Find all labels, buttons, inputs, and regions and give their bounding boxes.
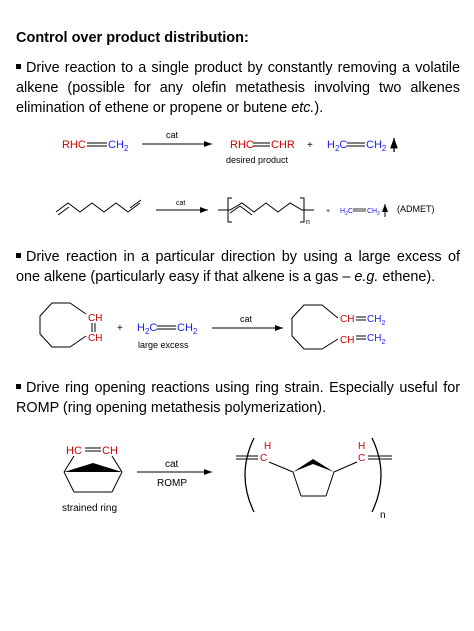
ring-ch-bottom: CH — [88, 333, 102, 344]
ring-bond — [333, 461, 358, 473]
ethene-right: CH2 — [367, 208, 380, 217]
ring-bond — [111, 455, 123, 473]
reactant-rhc: RHC — [62, 139, 86, 151]
ring-bond — [111, 471, 123, 493]
bullet-emphasis: e.g. — [354, 269, 379, 285]
bullet-emphasis: etc. — [291, 100, 315, 116]
bullet-square-icon — [16, 252, 21, 258]
plus-sign: + — [326, 208, 330, 215]
ethene-left: H2C — [340, 208, 353, 217]
ring-ch-top: CH — [88, 313, 102, 324]
repeat-unit-n: n — [380, 510, 386, 521]
page-title: Control over product distribution: — [16, 30, 249, 46]
ring-wedge — [293, 459, 334, 472]
bullet-text: Drive reaction to a single product by co… — [16, 60, 460, 116]
poly-left-c: C — [260, 453, 267, 464]
ring-bond — [268, 461, 294, 473]
bridge-wedge — [64, 463, 122, 472]
scheme-cross-metathesis: RHC CH2 cat RHC CHR desired product + H2… — [62, 130, 398, 165]
product-rhc: RHC — [230, 139, 254, 151]
product-ch-bottom: CH — [340, 335, 354, 346]
ethene-right: CH2 — [177, 322, 198, 336]
diene-product-chain — [291, 304, 339, 350]
product-chr: CHR — [271, 139, 295, 151]
repeat-unit-n: n — [306, 219, 310, 226]
double-bond-line — [229, 205, 241, 214]
poly-left-h: H — [264, 441, 271, 452]
right-bracket — [300, 197, 305, 223]
bullet-text: Drive ring opening reactions using ring … — [16, 380, 460, 416]
ring-hc: HC — [66, 445, 82, 457]
arrow-label-cat: cat — [240, 314, 253, 324]
product-caption: desired product — [226, 155, 289, 165]
scheme-romp: HC CH strained ring cat ROMP n H C H — [62, 437, 392, 521]
double-bond-line — [239, 205, 253, 216]
bullet-ring-strain: Drive ring opening reactions using ring … — [16, 378, 460, 418]
bullet-text: Drive reaction in a particular direction… — [16, 249, 460, 285]
plus-sign: + — [307, 140, 313, 151]
ring-ch: CH — [102, 445, 118, 457]
admet-tag: (ADMET) — [397, 204, 435, 214]
ring-caption: strained ring — [62, 503, 117, 514]
arrow-label-romp: ROMP — [157, 478, 187, 489]
double-bond-line — [57, 206, 70, 216]
ethene-left: H2C — [327, 139, 347, 153]
plus-sign: + — [117, 323, 123, 334]
polymer-chain — [218, 202, 314, 213]
ring-bond — [325, 471, 335, 497]
ring-bond — [292, 471, 302, 497]
bullet-large-excess: Drive reaction in a particular direction… — [16, 247, 460, 287]
product-ch-top: CH — [340, 314, 354, 325]
product-ch2-top: CH2 — [367, 314, 385, 327]
reactant-ch2: CH2 — [108, 139, 129, 153]
bullet-volatile-alkene: Drive reaction to a single product by co… — [16, 58, 460, 118]
bullet-text-end: ). — [314, 100, 324, 116]
arrow-label-cat: cat — [176, 200, 185, 207]
bullet-square-icon — [16, 63, 21, 69]
diene-skeleton — [55, 202, 141, 213]
poly-right-c: C — [358, 453, 365, 464]
cyclooctene-ring — [39, 302, 87, 348]
arrow-label-cat: cat — [165, 459, 179, 470]
scheme-ethenolysis: CH CH + H2C CH2 large excess cat CH CH2 … — [39, 302, 385, 350]
double-bond-line — [129, 199, 142, 209]
arrow-label-cat: cat — [166, 130, 179, 140]
bullet-square-icon — [16, 383, 21, 389]
ethene-left: H2C — [137, 322, 157, 336]
ring-bond — [63, 471, 75, 493]
right-parenthesis — [371, 437, 382, 513]
bullet-text-end: ethene). — [378, 269, 436, 285]
left-parenthesis — [244, 437, 255, 513]
product-ch2-bottom: CH2 — [367, 333, 385, 346]
scheme-admet: cat n + H2C CH2 (ADMET) — [55, 197, 435, 226]
ethene-right: CH2 — [366, 139, 387, 153]
poly-right-h: H — [358, 441, 365, 452]
ring-bond — [63, 455, 75, 473]
excess-caption: large excess — [138, 340, 189, 350]
